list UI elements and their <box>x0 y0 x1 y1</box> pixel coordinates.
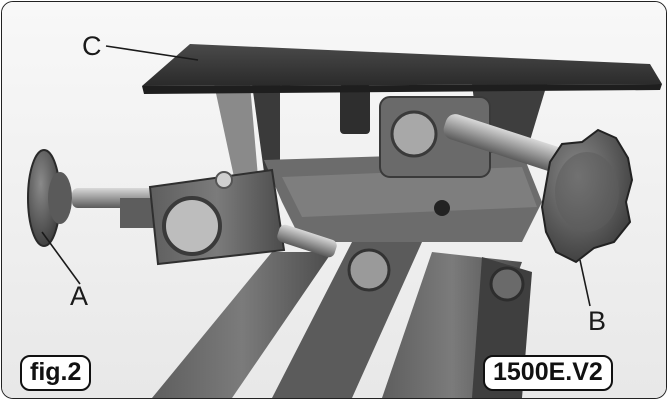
model-code-badge: 1500E.V2 <box>483 355 613 391</box>
central-frame <box>264 96 542 292</box>
left-adjuster <box>27 149 162 247</box>
right-adjuster <box>443 114 634 264</box>
left-pivot-link <box>148 168 337 266</box>
figure-label-badge: fig.2 <box>20 355 92 391</box>
callout-a: A <box>70 281 89 311</box>
callout-c: C <box>82 31 102 61</box>
callout-b: B <box>588 306 607 336</box>
leader-lines <box>41 45 591 307</box>
top-plate <box>142 44 662 94</box>
